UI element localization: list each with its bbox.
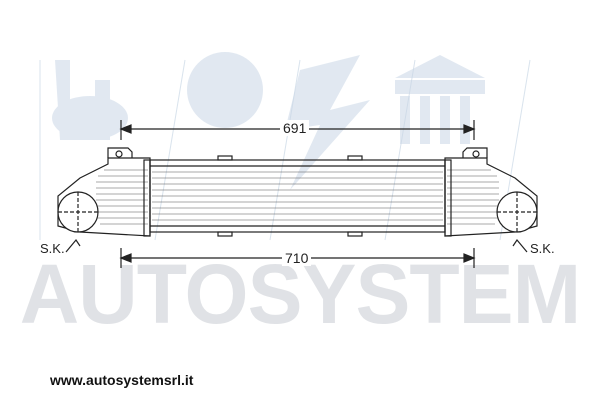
left-sk-label: S.K.	[40, 241, 65, 256]
watermark-brand-text: AUTOSYSTEM	[19, 247, 581, 341]
website-url[interactable]: www.autosystemsrl.it	[50, 372, 194, 388]
right-sk-leader	[512, 238, 528, 253]
left-sk-leader	[65, 238, 81, 253]
left-end-tank	[57, 157, 151, 237]
bottom-dimension-label: 710	[282, 250, 312, 266]
top-dimension-label: 691	[280, 120, 310, 136]
right-sk-label: S.K.	[530, 241, 555, 256]
right-end-tank	[444, 157, 538, 237]
